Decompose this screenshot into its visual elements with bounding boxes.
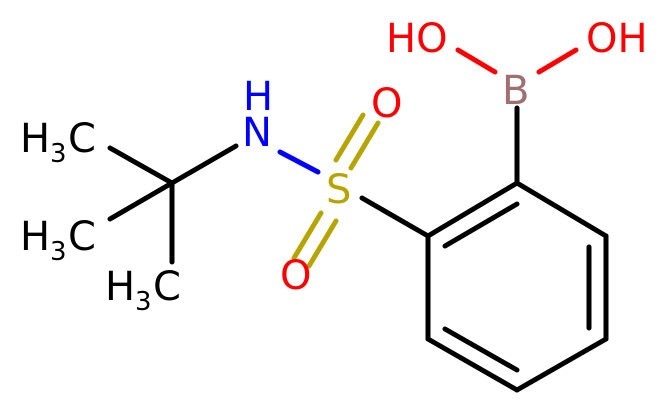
bond-cquat-methyl-top <box>107 145 175 186</box>
bonds <box>107 47 609 393</box>
nitrogen-h-label: H <box>243 74 273 120</box>
atom-labels: HO OH B O O S N H H 3 C H 3 C H 3 <box>20 16 648 317</box>
svg-text:3: 3 <box>50 237 67 267</box>
bond-sulfur-oxygen-top-a <box>333 112 366 163</box>
sulfur-label: S <box>326 167 351 213</box>
oxygen-bottom-label: O <box>280 253 311 299</box>
svg-text:3: 3 <box>135 287 152 317</box>
bond-ring-c3-c4 <box>514 336 609 393</box>
boron-label: B <box>502 68 529 114</box>
bond-ring-c4-c5 <box>425 336 520 393</box>
bond-ring-c1-c2 <box>514 180 609 239</box>
methyl-bot-label: H 3 C <box>105 264 181 317</box>
bond-sulfur-oxygen-bottom-b <box>306 218 339 269</box>
bond-ring-c4-c5-inner <box>442 326 520 373</box>
hydroxyl-right-label: OH <box>586 16 648 62</box>
nitrogen-label: N <box>242 110 272 156</box>
bond-sulfur-nitrogen <box>277 149 321 175</box>
oxygen-top-label: O <box>371 81 402 127</box>
hydroxyl-left-label: HO <box>386 16 448 62</box>
svg-text:H: H <box>105 264 135 310</box>
bond-ring-c6-c1 <box>425 180 520 239</box>
methyl-mid-label: H 3 C <box>20 214 96 267</box>
bond-sulfur-oxygen-top-b <box>348 120 381 171</box>
svg-text:3: 3 <box>50 139 67 169</box>
bond-sulfur-oxygen-bottom-a <box>291 210 324 261</box>
methyl-top-label: H 3 C <box>20 116 96 169</box>
svg-text:H: H <box>20 214 50 260</box>
svg-text:C: C <box>68 214 96 260</box>
bond-boron-oh-left <box>455 47 498 75</box>
bond-nitrogen-cquat <box>169 143 239 186</box>
bond-ring-c6-c1-inner <box>442 201 520 249</box>
svg-text:C: C <box>68 116 96 162</box>
bond-boron-oh-right <box>536 47 579 75</box>
svg-text:H: H <box>20 116 50 162</box>
svg-text:C: C <box>153 264 181 310</box>
bond-cquat-methyl-mid <box>107 180 175 222</box>
bond-c6-sulfur <box>359 195 431 239</box>
